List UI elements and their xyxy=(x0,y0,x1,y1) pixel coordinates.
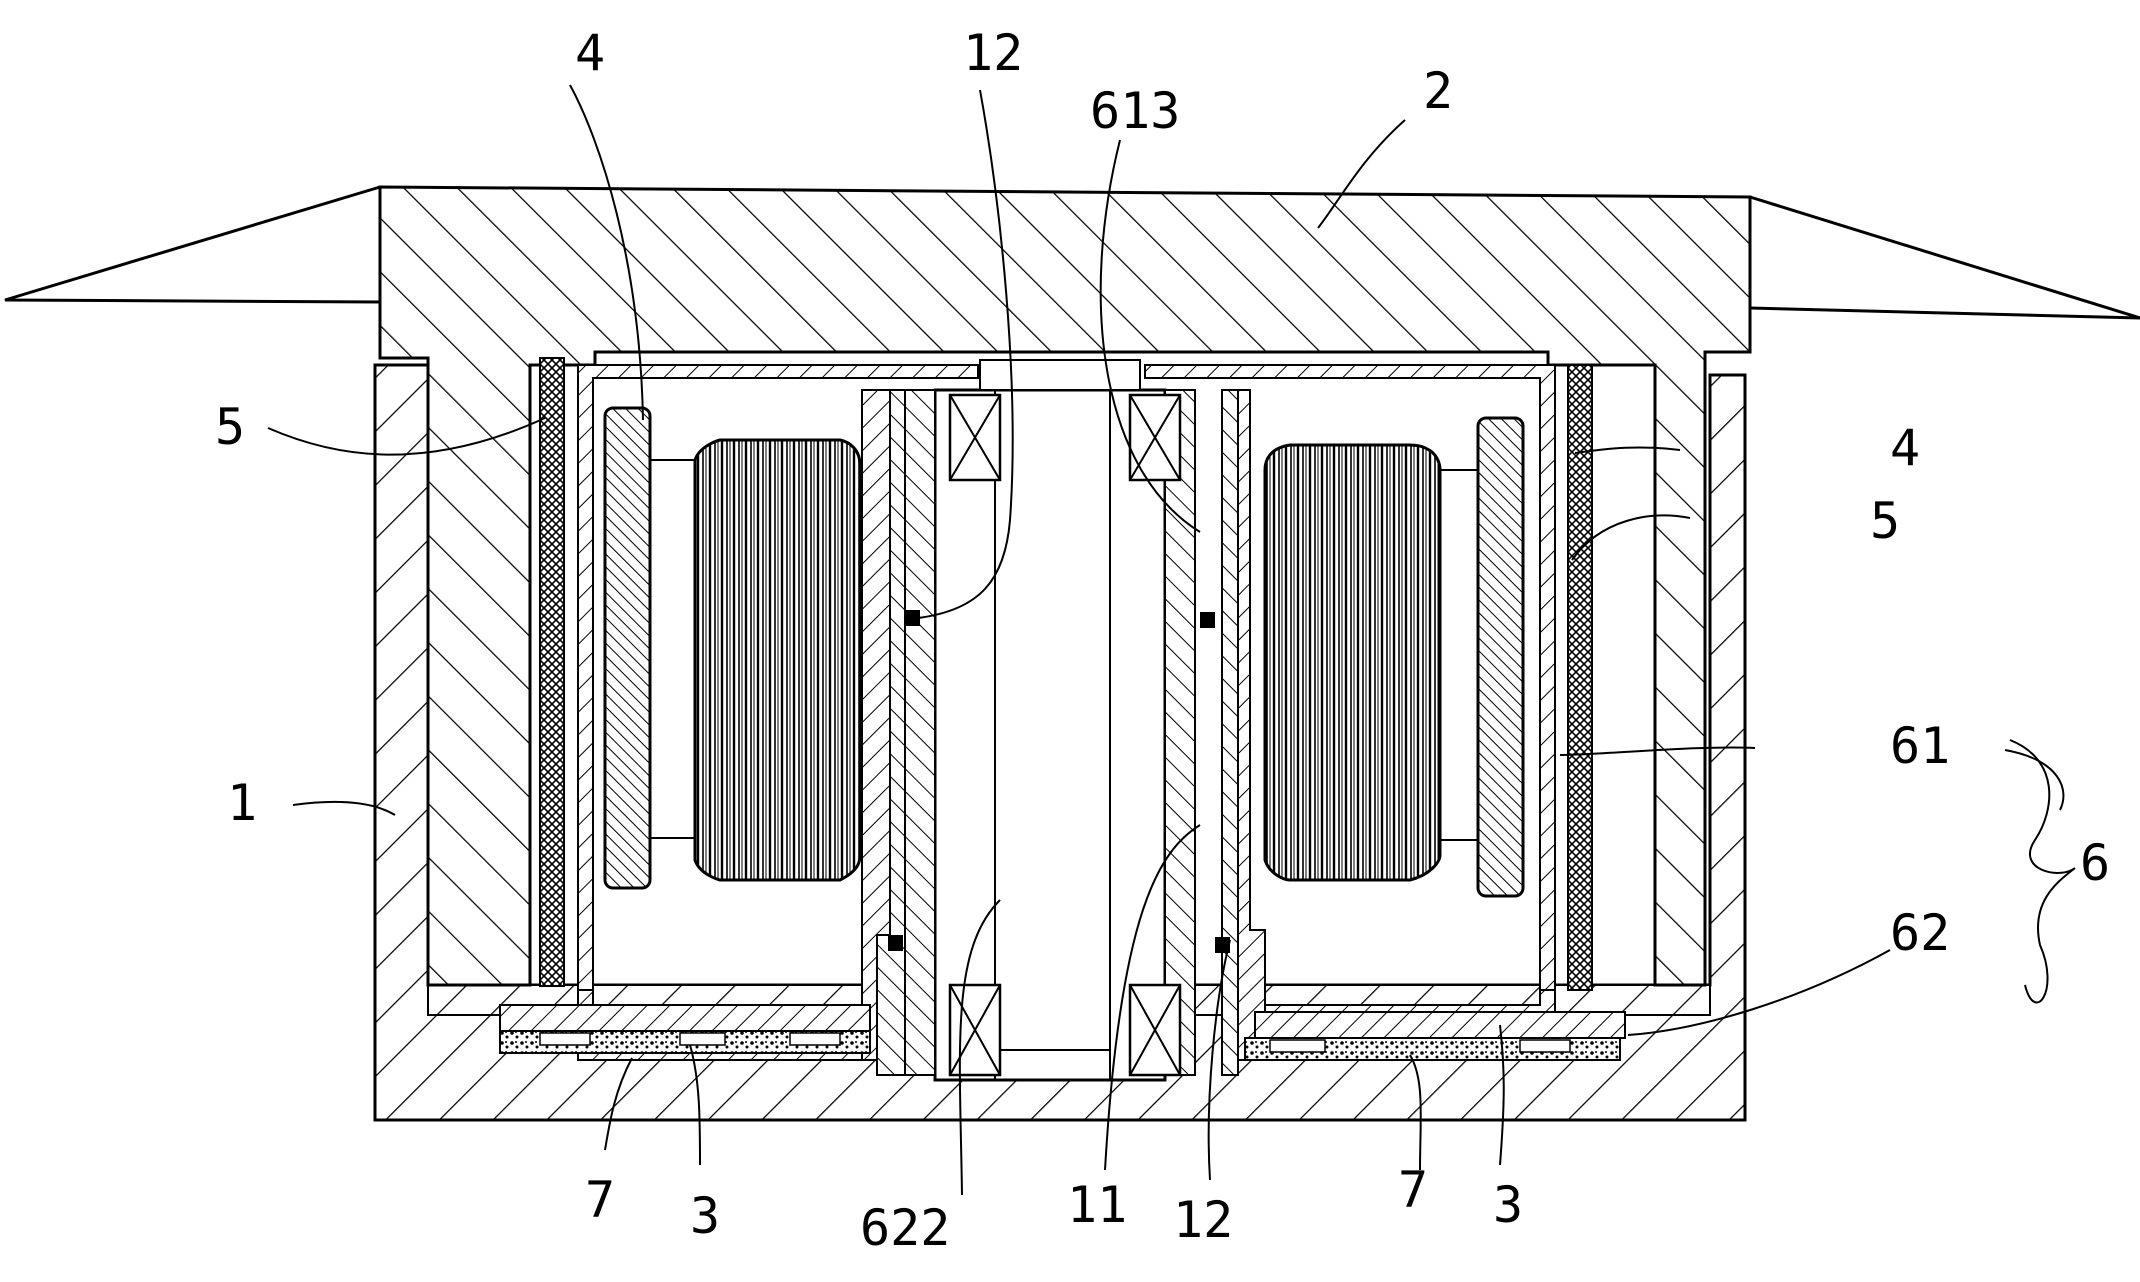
magnet-4-right xyxy=(1478,418,1523,896)
seal-12-left-upper xyxy=(905,610,920,626)
plate-62-right xyxy=(1245,1012,1625,1060)
bearing-top-right xyxy=(1130,395,1180,480)
bearing-bottom-left xyxy=(950,985,1000,1075)
label-5-right: 5 xyxy=(1870,492,1900,550)
label-5-left: 5 xyxy=(215,398,245,456)
layer-5-right xyxy=(1568,365,1592,990)
label-12-top: 12 xyxy=(963,24,1023,82)
label-12-bottom: 12 xyxy=(1173,1191,1233,1249)
label-7-right: 7 xyxy=(1398,1161,1428,1219)
brace-6 xyxy=(2010,740,2075,1003)
label-7-left: 7 xyxy=(585,1171,615,1229)
label-3-right: 3 xyxy=(1493,1176,1523,1234)
seal-12-right-upper xyxy=(1200,612,1215,628)
label-6: 6 xyxy=(2080,834,2110,892)
label-61: 61 xyxy=(1890,717,1950,775)
left-flange xyxy=(5,187,380,302)
coil-left xyxy=(695,440,860,880)
coil-right xyxy=(1265,445,1440,880)
seal-12-left-lower xyxy=(888,935,903,951)
label-11: 11 xyxy=(1067,1176,1127,1234)
label-2: 2 xyxy=(1423,62,1453,120)
bearing-top-left xyxy=(950,395,1000,480)
right-flange xyxy=(1750,197,2140,318)
label-4-right: 4 xyxy=(1890,419,1920,477)
label-62: 62 xyxy=(1890,904,1950,962)
label-1: 1 xyxy=(227,774,257,832)
magnet-4-left xyxy=(605,408,650,888)
bearing-bottom-right xyxy=(1130,985,1180,1075)
layer-5-left xyxy=(540,358,564,986)
label-622: 622 xyxy=(860,1199,950,1257)
plate-62-left xyxy=(500,1005,870,1053)
label-613: 613 xyxy=(1090,82,1180,140)
label-3-left: 3 xyxy=(690,1187,720,1245)
label-4-top-left: 4 xyxy=(575,24,605,82)
